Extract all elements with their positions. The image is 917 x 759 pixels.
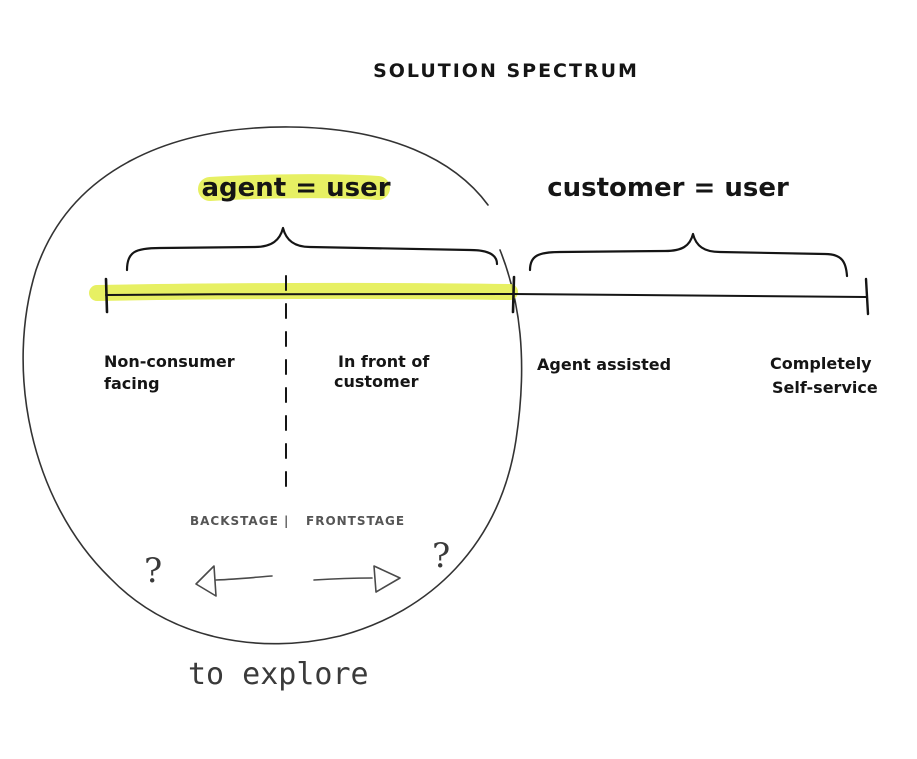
customer-brace [528, 232, 849, 278]
agent-heading-highlight [198, 174, 390, 201]
right-question-mark: ? [432, 536, 450, 576]
explore-circle [22, 126, 523, 645]
label-agent-assisted: Agent assisted [537, 355, 671, 374]
spectrum-tick-end [864, 277, 870, 316]
label-non-consumer-facing: Non-consumer facing [104, 352, 240, 393]
agent-spectrum-highlight [89, 282, 518, 301]
label-in-front-line-2: customer [334, 372, 419, 391]
customer-user-heading: customer = user [547, 173, 789, 203]
diagram-title: SOLUTION SPECTRUM [373, 60, 639, 82]
arrow-left-icon [195, 565, 273, 597]
backstage-label: BACKSTAGE [190, 514, 279, 528]
label-self-service-line-2: Self-service [772, 378, 878, 397]
left-question-mark: ? [144, 551, 162, 591]
arrow-right-icon [313, 565, 401, 593]
label-in-front-of-customer: In front of customer [334, 352, 435, 391]
label-completely-self-service: Completely Self-service [770, 354, 878, 397]
spectrum-line [105, 292, 867, 298]
label-in-front-line-1: In front of [338, 352, 430, 371]
agent-user-heading: agent = user [201, 173, 390, 203]
spectrum-tick-agent-assisted [511, 275, 516, 314]
frontstage-label: FRONTSTAGE [306, 514, 405, 528]
label-non-consumer-line-1: Non-consumer [104, 352, 235, 371]
label-non-consumer-line-2: facing [104, 374, 160, 393]
stage-divider-mark: | [284, 514, 289, 528]
to-explore-label: to explore [188, 657, 369, 692]
spectrum-tick-start [104, 277, 109, 314]
label-self-service-line-1: Completely [770, 354, 872, 373]
agent-brace [125, 226, 499, 272]
